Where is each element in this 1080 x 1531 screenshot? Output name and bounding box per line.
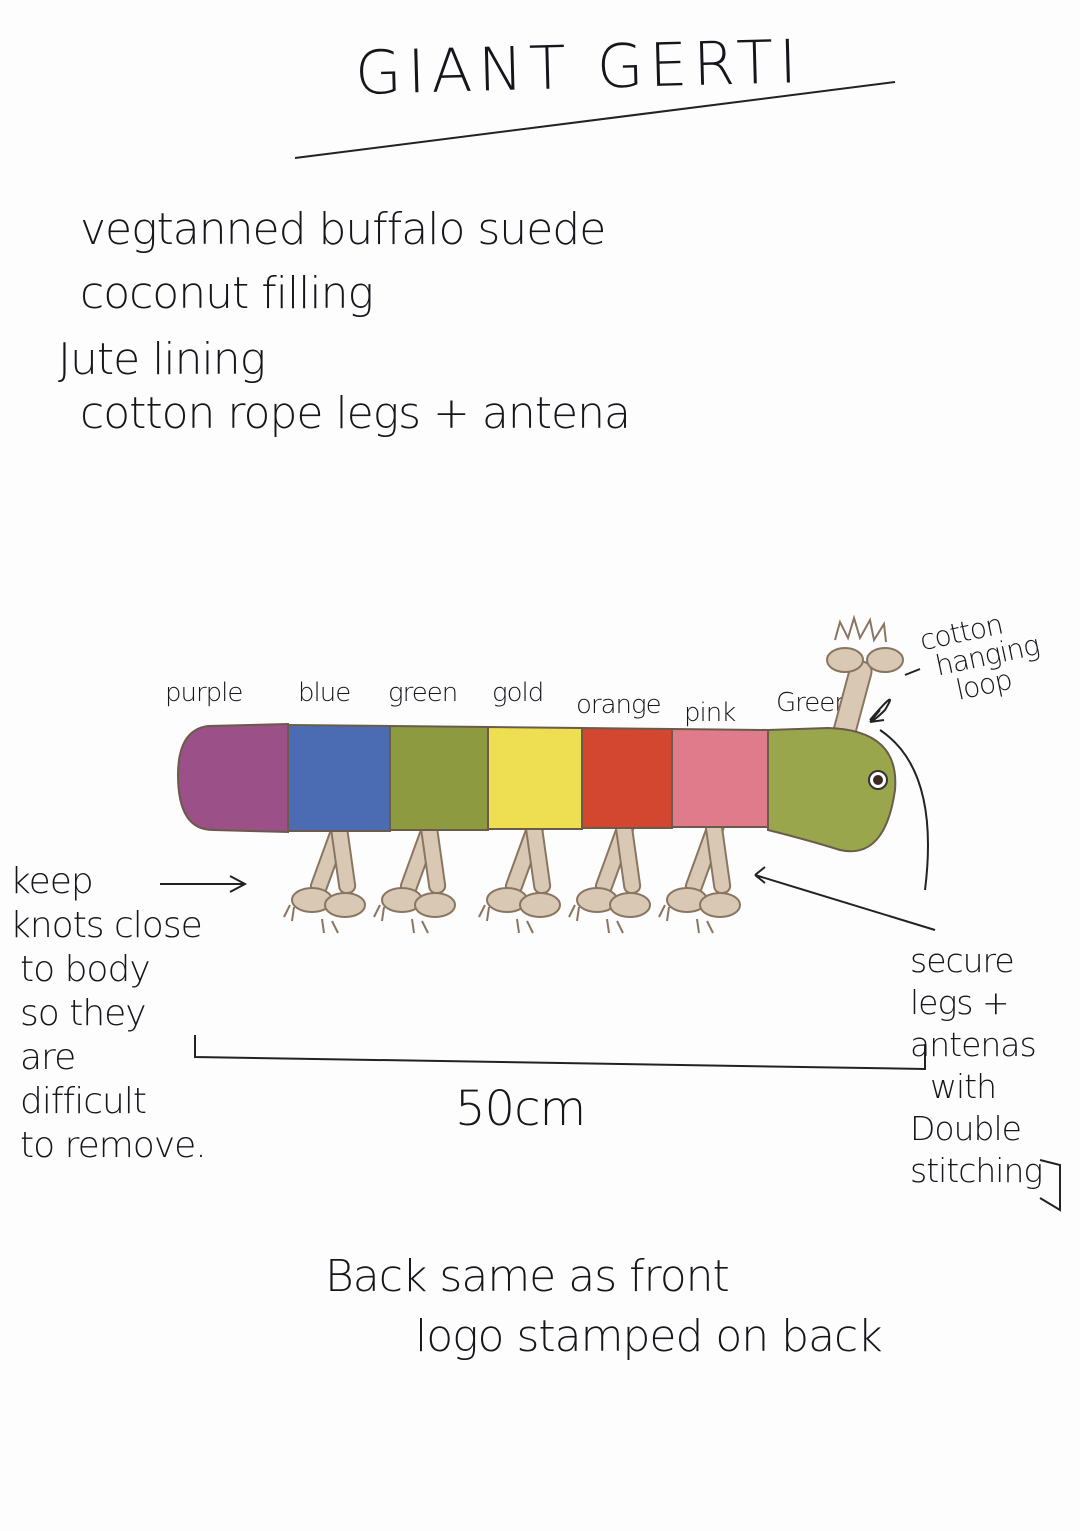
body-segment-purple [176,722,289,834]
body-segment-pink [671,727,769,828]
body-segment-orange [581,726,673,829]
body-segment-green [389,724,489,831]
material-line: coconut filling [80,268,374,319]
material-line: vegtanned buffalo suede [80,204,606,255]
material-line: Jute lining [58,334,266,385]
rope-leg [283,812,366,934]
footer-note: logo stamped on back [415,1311,883,1362]
rope-leg [568,812,651,934]
segment-label: orange [576,690,662,720]
annotation-lines [160,668,1061,1212]
footer-note: Back same as front [325,1251,730,1302]
segment-label: blue [298,678,351,708]
rope-leg [373,812,456,934]
rope-leg [658,812,741,934]
segment-label: purple [165,678,243,708]
material-line: cotton rope legs + antena [80,388,631,439]
segment-label: gold [492,678,544,708]
segment-label: green [388,678,458,708]
segment-label: pink [684,698,736,728]
title-underline [294,81,896,159]
body-segment-green [767,726,897,853]
rope-leg [478,812,561,934]
length-dimension: 50cm [455,1081,586,1137]
body-segment-gold [487,725,583,830]
body-segment-blue [287,723,391,832]
